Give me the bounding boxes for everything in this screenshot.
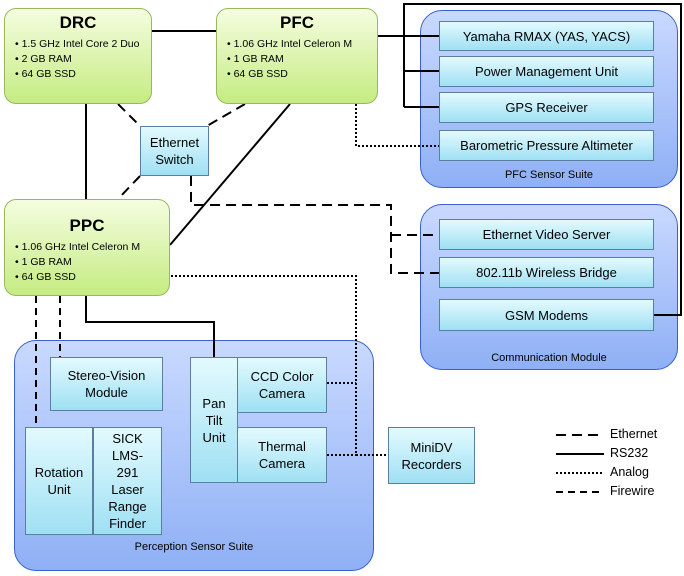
minidv-recorders-box: MiniDV Recorders (388, 427, 475, 484)
legend-label: Firewire (610, 484, 655, 498)
ppc-spec: 64 GB SSD (15, 270, 159, 285)
pan-tilt-unit-box: Pan Tilt Unit (190, 357, 238, 483)
barometric-altimeter-box: Barometric Pressure Altimeter (439, 130, 654, 161)
drc-spec: 1.5 GHz Intel Core 2 Duo (15, 37, 141, 52)
ethernet-drc-switch (117, 103, 141, 127)
perception-sensor-suite-label: Perception Sensor Suite (134, 541, 254, 553)
rs232-pfc-ppc (169, 103, 291, 246)
ppc-computer: PPC 1.06 GHz Intel Celeron M 1 GB RAM 64… (4, 199, 170, 296)
ethernet-switch-ppc (117, 175, 141, 200)
analog-ppc-minidv (171, 275, 388, 456)
ethernet-switch-comm (190, 176, 439, 274)
firewire-line-swatch (556, 491, 604, 493)
communication-module-label: Communication Module (491, 352, 607, 364)
rotation-unit-box: Rotation Unit (25, 427, 93, 535)
drc-spec: 2 GB RAM (15, 52, 141, 67)
rs232-line-swatch (556, 453, 604, 455)
drc-title: DRC (59, 13, 97, 32)
ethernet-video-server-box: Ethernet Video Server (439, 219, 654, 250)
pfc-sensor-suite-label: PFC Sensor Suite (504, 169, 594, 181)
ppc-spec: 1 GB RAM (15, 255, 159, 270)
ethernet-pfc-switch (199, 103, 246, 131)
ethernet-line-swatch (556, 434, 604, 436)
pfc-spec: 1 GB RAM (227, 52, 367, 67)
thermal-camera-box: Thermal Camera (237, 427, 327, 483)
yamaha-rmax-box: Yamaha RMAX (YAS, YACS) (439, 21, 654, 51)
ethernet-switch: Ethernet Switch (140, 126, 209, 176)
stereo-vision-box: Stereo-Vision Module (50, 357, 163, 411)
power-management-box: Power Management Unit (439, 56, 654, 87)
drc-spec: 64 GB SSD (15, 67, 141, 82)
rs232-ppc-pantilt (85, 296, 215, 357)
ccd-camera-box: CCD Color Camera (237, 357, 327, 413)
analog-line-swatch (556, 472, 604, 474)
analog-pfc-altimeter (355, 104, 439, 147)
wireless-bridge-box: 802.11b Wireless Bridge (439, 257, 654, 288)
pfc-computer: PFC 1.06 GHz Intel Celeron M 1 GB RAM 64… (216, 8, 378, 104)
sick-laser-box: SICK LMS-291 Laser Range Finder (93, 427, 162, 535)
pfc-title: PFC (280, 13, 314, 32)
legend-label: Ethernet (610, 427, 658, 441)
gps-receiver-box: GPS Receiver (439, 92, 654, 123)
pfc-spec: 64 GB SSD (227, 67, 367, 82)
legend-label: RS232 (610, 446, 649, 460)
pfc-spec: 1.06 GHz Intel Celeron M (227, 37, 367, 52)
drc-computer: DRC 1.5 GHz Intel Core 2 Duo 2 GB RAM 64… (4, 8, 152, 104)
ppc-spec: 1.06 GHz Intel Celeron M (15, 240, 159, 255)
gsm-modems-box: GSM Modems (439, 299, 654, 331)
rs232-pfc-gsm (378, 3, 682, 316)
ppc-title: PPC (69, 216, 105, 235)
legend-label: Analog (610, 465, 649, 479)
